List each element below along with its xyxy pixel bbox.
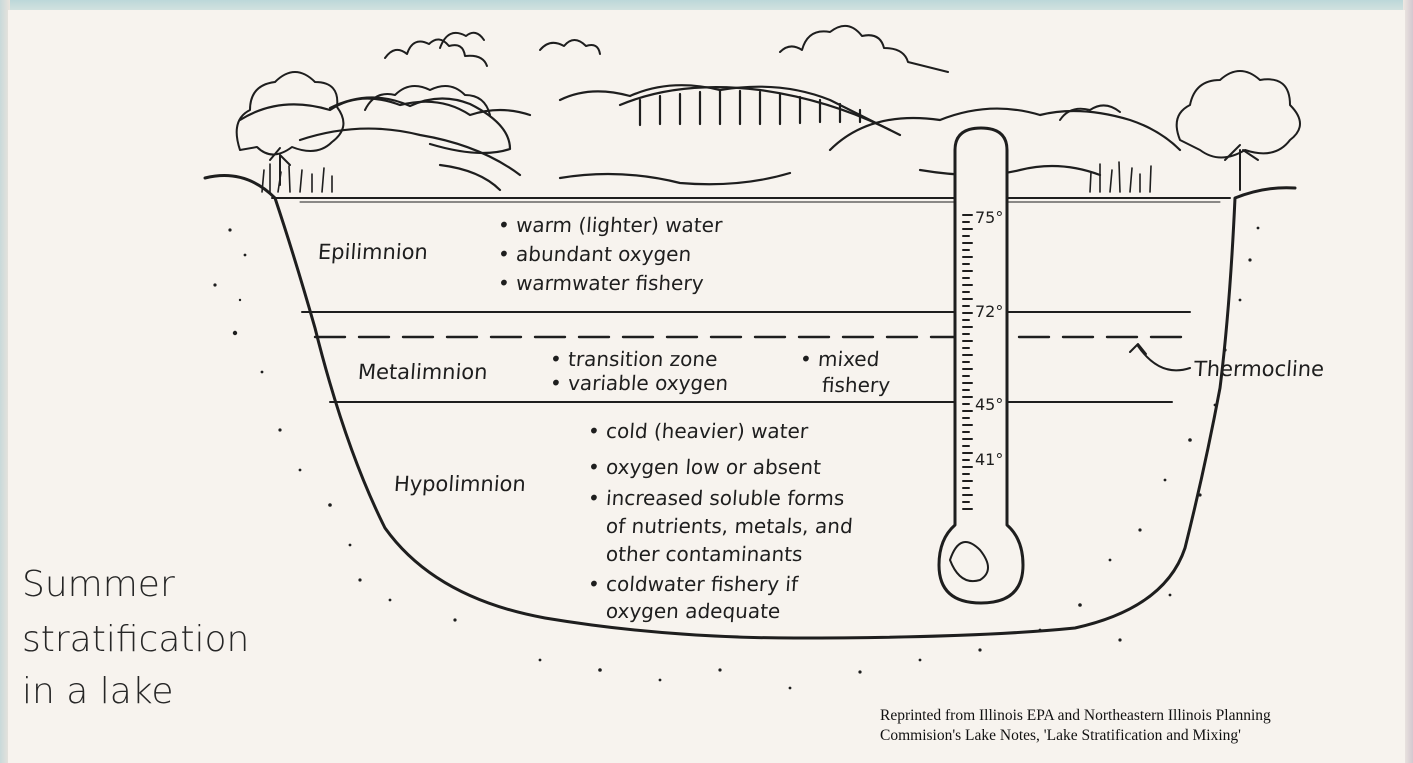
metalimnion-note-right: • mixed bbox=[799, 348, 880, 370]
hypolimnion-note: • oxygen low or absent bbox=[587, 456, 822, 478]
caption-line: Summer bbox=[22, 565, 175, 605]
hypolimnion-note: other contaminants bbox=[605, 543, 803, 565]
metalimnion-note-right: fishery bbox=[821, 374, 891, 396]
thermocline-arrow bbox=[1130, 344, 1190, 370]
metalimnion-note: • variable oxygen bbox=[549, 372, 729, 394]
thermometer-tube bbox=[939, 128, 1023, 603]
hills bbox=[240, 85, 1180, 190]
temperature-mark: 75° bbox=[975, 208, 1003, 227]
hypolimnion-note: • increased soluble forms bbox=[587, 487, 845, 509]
epilimnion-label: Epilimnion bbox=[317, 240, 429, 264]
credit-line: Reprinted from Illinois EPA and Northeas… bbox=[880, 706, 1271, 726]
hypolimnion-note: oxygen adequate bbox=[605, 600, 781, 622]
epilimnion-note: • warm (lighter) water bbox=[497, 214, 723, 236]
epilimnion-note: • warmwater fishery bbox=[497, 272, 704, 294]
temperature-mark: 41° bbox=[975, 450, 1003, 469]
hypolimnion-label: Hypolimnion bbox=[393, 472, 527, 496]
temperature-mark: 72° bbox=[975, 302, 1003, 321]
hypolimnion-note: • cold (heavier) water bbox=[587, 420, 809, 442]
epilimnion-note: • abundant oxygen bbox=[497, 243, 692, 265]
thermocline-label: Thermocline bbox=[1193, 358, 1325, 380]
clouds bbox=[385, 26, 948, 72]
caption-line: in a lake bbox=[22, 672, 174, 712]
metalimnion-label: Metalimnion bbox=[357, 360, 488, 384]
hypolimnion-note: of nutrients, metals, and bbox=[605, 515, 853, 537]
metalimnion-note: • transition zone bbox=[549, 348, 718, 370]
credit-line: Commision's Lake Notes, 'Lake Stratifica… bbox=[880, 726, 1241, 746]
temperature-mark: 45° bbox=[975, 395, 1003, 414]
grass bbox=[262, 162, 1151, 192]
hypolimnion-note: • coldwater fishery if bbox=[587, 573, 799, 595]
caption-line: stratification bbox=[22, 620, 249, 660]
